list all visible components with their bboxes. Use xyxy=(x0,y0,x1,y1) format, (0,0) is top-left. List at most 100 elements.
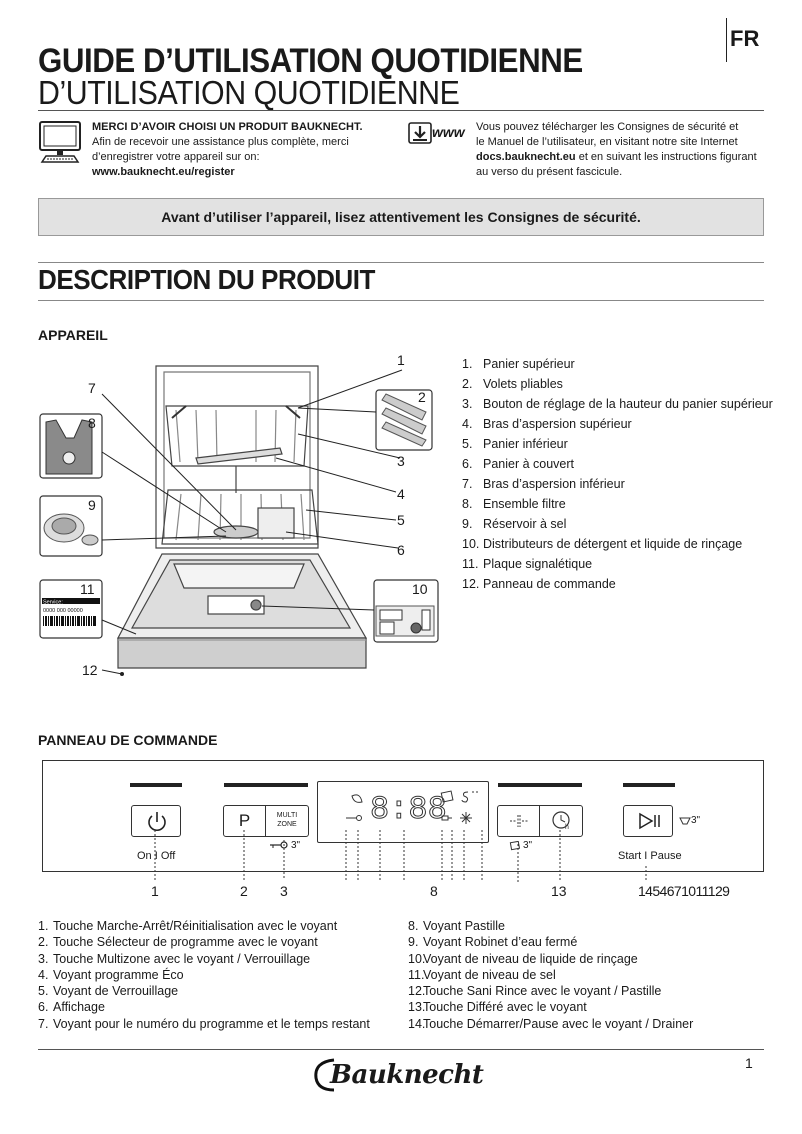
sani-delay-group: h xyxy=(497,805,583,837)
indicator-dash xyxy=(498,783,582,787)
list-item: 3.Bouton de réglage de la hauteur du pan… xyxy=(462,394,773,414)
indicator-dash xyxy=(623,783,675,787)
list-item: 9.Voyant Robinet d’eau fermé xyxy=(408,934,768,950)
list-item-label: Voyant de niveau de sel xyxy=(423,967,556,982)
language-code: FR xyxy=(730,26,760,51)
panel-callout-14: 1454671011129 xyxy=(638,883,730,899)
divider xyxy=(38,300,764,301)
list-item-number: 5. xyxy=(462,437,473,451)
panel-leaders xyxy=(154,830,647,882)
callout-9: 9 xyxy=(88,497,96,513)
list-item-number: 9. xyxy=(462,517,473,531)
docs-link[interactable]: docs.bauknecht.eu xyxy=(476,151,576,163)
callout-4: 4 xyxy=(397,486,405,502)
list-item: 14.Touche Démarrer/Pause avec le voyant … xyxy=(408,1016,768,1032)
callout-8: 8 xyxy=(88,415,96,431)
list-item-label: Panier inférieur xyxy=(483,437,568,451)
list-item-number: 4. xyxy=(38,967,49,982)
intro-line: le Manuel de l’utilisateur, en visitant … xyxy=(476,136,738,148)
intro-heading: MERCI D’AVOIR CHOISI UN PRODUIT BAUKNECH… xyxy=(92,121,363,133)
list-item-label: Voyant programme Éco xyxy=(53,967,184,982)
start-pause-button[interactable] xyxy=(623,805,673,837)
list-item-label: Réservoir à sel xyxy=(483,517,567,531)
display-icons: 8:88 xyxy=(346,790,480,829)
section-title: DESCRIPTION DU PRODUIT xyxy=(38,264,375,295)
list-item: 10.Distributeurs de détergent et liquide… xyxy=(462,534,773,554)
list-item: 4.Bras d’aspersion supérieur xyxy=(462,414,773,434)
drain-time: 3" xyxy=(691,815,701,826)
list-item: 10.Voyant de niveau de liquide de rinçag… xyxy=(408,951,768,967)
list-item: 1.Touche Marche-Arrêt/Réinitialisation a… xyxy=(38,918,398,934)
delay-button[interactable]: h xyxy=(541,806,583,836)
list-item: 2.Volets pliables xyxy=(462,374,773,394)
list-item-number: 1. xyxy=(462,357,473,371)
list-item-label: Affichage xyxy=(53,1000,105,1015)
list-item-label: Touche Démarrer/Pause avec le voyant / D… xyxy=(423,1016,694,1031)
list-item: 5.Voyant de Verrouillage xyxy=(38,983,398,999)
list-item-label: Voyant de Verrouillage xyxy=(53,984,179,999)
list-item: 11.Voyant de niveau de sel xyxy=(408,967,768,983)
list-item-number: 12. xyxy=(462,577,480,591)
panel-callout-1: 1 xyxy=(151,883,159,899)
brand-logo-text: Bauknecht xyxy=(330,1060,484,1090)
start-pause-label: Start I Pause xyxy=(618,850,682,862)
lock-time: 3" xyxy=(291,840,301,851)
callout-1: 1 xyxy=(397,352,405,368)
panel-callout-3: 3 xyxy=(280,883,288,899)
divider xyxy=(38,262,764,263)
on-off-button[interactable] xyxy=(131,805,181,837)
rinse-aid-icon xyxy=(460,812,472,824)
safety-notice: Avant d’utiliser l’appareil, lisez atten… xyxy=(38,198,764,236)
clock-icon: h xyxy=(552,811,570,831)
display-digits: 8:88 xyxy=(370,791,447,828)
list-item-label: Voyant de niveau de liquide de rinçage xyxy=(423,951,638,966)
intro-line: au verso du présent fascicule. xyxy=(476,166,623,178)
callout-2: 2 xyxy=(418,389,426,405)
program-multizone-group: P MULTI ZONE xyxy=(223,805,309,837)
list-item: 2.Touche Sélecteur de programme avec le … xyxy=(38,934,398,950)
panel-title: PANNEAU DE COMMANDE xyxy=(38,732,218,748)
page-title: GUIDE D’UTILISATION QUOTIDIENNE xyxy=(38,42,583,80)
list-item-label: Volets pliables xyxy=(483,377,563,391)
bauknecht-logo xyxy=(314,1058,335,1092)
intro-line: d’enregistrer votre appareil sur on: xyxy=(92,151,260,163)
salt-icon xyxy=(461,791,469,803)
list-item: 1. Panier supérieur xyxy=(462,354,773,374)
list-item-number: 11. xyxy=(462,557,479,571)
controls-list-left: 1.Touche Marche-Arrêt/Réinitialisation a… xyxy=(38,918,398,1032)
list-item-label: Ensemble filtre xyxy=(483,497,566,511)
sani-time: 3" xyxy=(523,840,533,851)
list-item-number: 4. xyxy=(462,417,473,431)
list-item: 12.Panneau de commande xyxy=(462,574,773,594)
page-subtitle: D’UTILISATION QUOTIDIENNE xyxy=(38,74,460,111)
sani-rinse-button[interactable] xyxy=(498,806,540,836)
list-item-label: Voyant Robinet d’eau fermé xyxy=(423,935,578,950)
register-link[interactable]: www.bauknecht.eu/register xyxy=(92,166,235,178)
callout-3: 3 xyxy=(397,453,405,469)
callout-5: 5 xyxy=(397,512,405,528)
plate-code: 0000 000 00000 xyxy=(43,608,83,614)
list-item-number: 11. xyxy=(408,967,425,982)
callout-12: 12 xyxy=(82,662,98,678)
tap-icon xyxy=(441,815,452,821)
list-item-label: Touche Sani Rince avec le voyant / Pasti… xyxy=(423,984,662,999)
intro-registration: MERCI D’AVOIR CHOISI UN PRODUIT BAUKNECH… xyxy=(92,120,382,180)
list-item-number: 12. xyxy=(408,984,426,999)
display: 8:88 xyxy=(317,781,489,843)
list-item-label: Touche Multizone avec le voyant / Verrou… xyxy=(53,951,311,966)
list-item-label: Panier supérieur xyxy=(483,357,575,371)
list-item-label: Bras d’aspersion inférieur xyxy=(483,477,625,491)
intro-line: Afin de recevoir une assistance plus com… xyxy=(92,136,349,148)
www-label: www xyxy=(432,124,465,140)
program-button[interactable]: P xyxy=(224,806,266,836)
list-item-label: Touche Marche-Arrêt/Réinitialisation ave… xyxy=(53,919,338,933)
list-item-number: 10. xyxy=(408,951,426,966)
tablet-small-icon xyxy=(509,841,521,851)
multizone-button[interactable]: MULTI ZONE xyxy=(276,812,298,828)
list-item: 7. Bras d’aspersion inférieur xyxy=(462,474,773,494)
list-item-number: 13. xyxy=(408,1000,426,1015)
list-item-number: 7. xyxy=(462,477,473,491)
on-off-label: On I Off xyxy=(137,850,176,862)
